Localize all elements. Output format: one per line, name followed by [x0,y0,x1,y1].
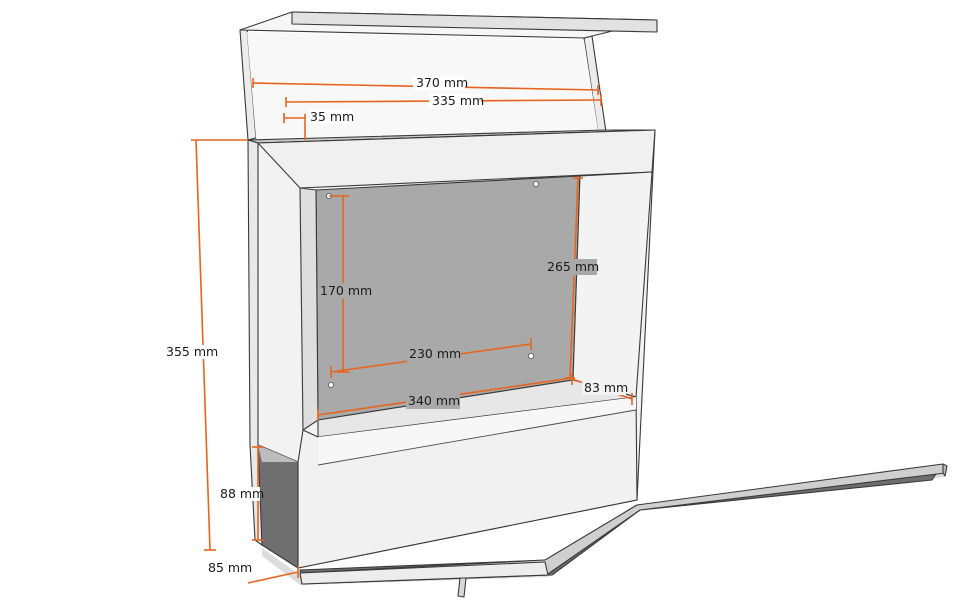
dim-line-back-height [569,177,579,379]
label-bg-lid-depth [308,110,354,124]
label-hole-vertical: 170 mm [320,283,372,298]
label-bg-bottom-depth [207,561,253,575]
front-lower-edge [317,409,637,466]
bottom-left-side-light [258,445,298,462]
front-lower-inner-face [318,397,636,465]
label-lid-width: 370 mm [416,75,468,90]
label-lid-depth: 35 mm [310,109,354,124]
label-bottom-height: 88 mm [220,486,264,501]
label-total-height: 355 mm [166,344,218,359]
cavity-left-inner-side [299,187,319,431]
label-bg-total-height [164,345,228,359]
dim-line-bottom-depth [247,571,299,584]
front-flap-hinge-strip [299,561,549,585]
label-inner-depth: 83 mm [584,380,628,395]
label-bg-hole-vertical [318,283,370,299]
mounting-hole-bottom-right [528,352,535,359]
label-bg-back-height [545,259,597,275]
label-back-width: 340 mm [408,393,460,408]
mounting-hole-top-right [533,180,540,187]
dimension-labels: 370 mm 335 mm 35 mm 355 mm 170 mm 265 mm… [164,75,628,575]
lid-front-edge [291,11,658,33]
label-bottom-depth: 85 mm [208,560,252,575]
label-hole-horizontal: 230 mm [409,346,461,361]
mounting-hole-bottom-left [327,381,334,388]
label-bg-bottom-height [220,487,260,501]
front-flap-lip [942,463,948,477]
label-bg-lid-width [413,76,465,90]
label-bg-back-width [406,393,460,409]
label-back-height: 265 mm [547,259,599,274]
label-bg-inner-depth [582,380,626,395]
label-bg-hole-horizontal [407,346,461,362]
label-inner-width: 335 mm [432,93,484,108]
flap-bracket [457,577,467,598]
label-bg-inner-width [429,94,481,108]
